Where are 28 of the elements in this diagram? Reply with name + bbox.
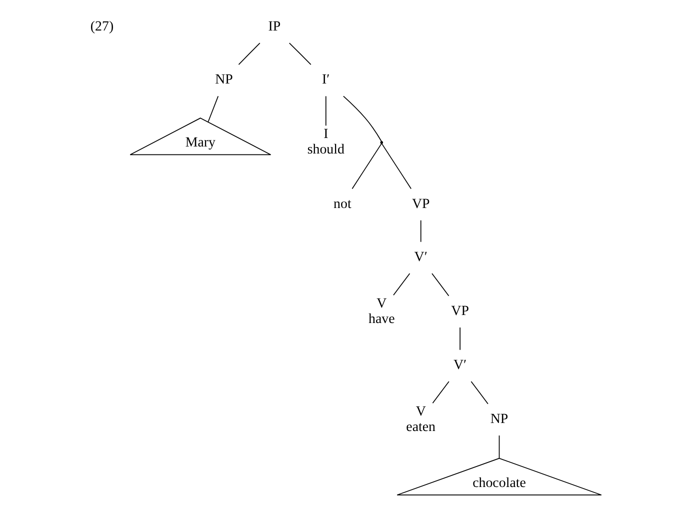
connector — [324, 96, 326, 126]
node-text: VP — [411, 196, 430, 212]
connector — [420, 220, 421, 242]
node-point — [380, 141, 383, 144]
node-text: NP — [490, 412, 508, 428]
node-text: I′ — [322, 72, 330, 88]
node-text: not — [333, 196, 351, 212]
connector — [207, 96, 218, 122]
node-text: VP — [450, 304, 468, 320]
connector — [498, 435, 500, 459]
connector — [288, 42, 311, 65]
label: (27) — [90, 20, 114, 35]
node-text: NP — [214, 72, 232, 88]
node-text: V′ — [453, 358, 466, 374]
connector — [470, 381, 488, 404]
connector — [342, 96, 382, 142]
node-text: IP — [268, 20, 280, 35]
connector — [392, 273, 410, 296]
connector — [351, 143, 382, 190]
connector — [238, 42, 260, 65]
node-text: V′ — [414, 250, 427, 266]
connector — [459, 327, 460, 350]
node-text: V have — [368, 296, 394, 327]
connector — [380, 143, 412, 190]
node-text: V eaten — [406, 404, 436, 435]
connector — [432, 381, 449, 404]
node-text: I should — [306, 126, 344, 158]
connector — [431, 273, 449, 296]
